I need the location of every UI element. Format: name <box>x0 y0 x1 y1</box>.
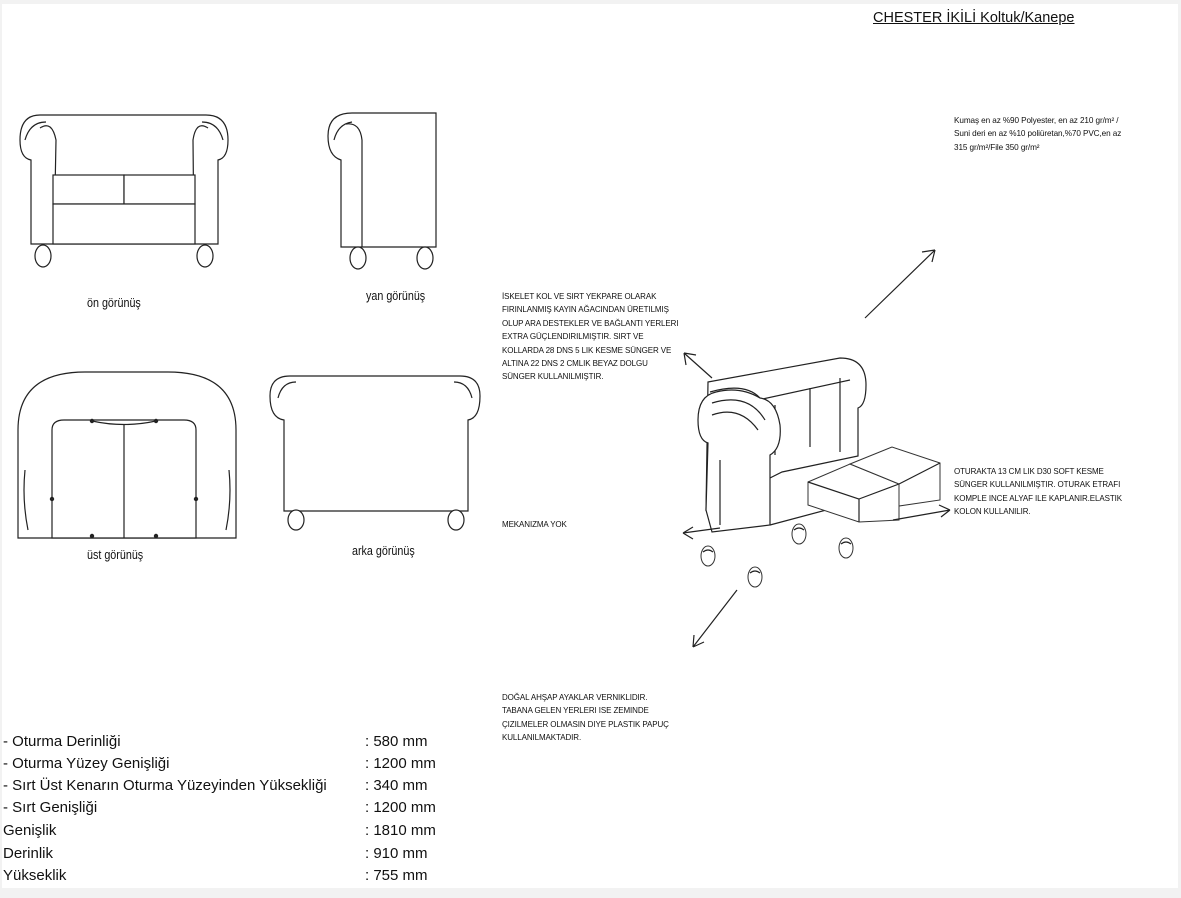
dimension-value: : 580 mm <box>365 733 428 750</box>
exploded-sofa-drawing <box>697 357 941 588</box>
side-view-drawing <box>327 112 437 270</box>
front-view-label: ön görünüş <box>87 296 141 310</box>
dimension-row: Yükseklik : 755 mm <box>3 867 483 889</box>
dimension-row: - Oturma Yüzey Genişliği : 1200 mm <box>3 755 483 777</box>
dimension-label: - Oturma Derinliği <box>3 733 121 750</box>
dimension-value: : 1200 mm <box>365 799 436 816</box>
side-view-label: yan görünüş <box>366 289 426 303</box>
dimension-row: - Sırt Üst Kenarın Oturma Yüzeyinden Yük… <box>3 777 483 799</box>
top-view-label: üst görünüş <box>87 548 144 562</box>
back-view-drawing <box>269 375 481 531</box>
annotation-arrows <box>682 249 951 648</box>
dimension-row: Derinlik : 910 mm <box>3 845 483 867</box>
dimension-value: : 1810 mm <box>365 822 436 839</box>
top-view-drawing <box>17 371 237 539</box>
front-view-drawing <box>19 114 229 268</box>
dimension-label: - Sırt Genişliği <box>3 799 98 816</box>
frame-note: İskelet kol ve sırt yekpare olarak fırın… <box>502 292 679 382</box>
dimension-row: Genişlik : 1810 mm <box>3 822 483 844</box>
dimension-label: - Oturma Yüzey Genişliği <box>3 755 170 772</box>
dimension-label: Genişlik <box>3 822 57 839</box>
dimension-label: - Sırt Üst Kenarın Oturma Yüzeyinden Yük… <box>3 777 327 794</box>
dimension-value: : 910 mm <box>365 845 428 862</box>
dimension-value: : 340 mm <box>365 777 428 794</box>
back-view-label: arka görünüş <box>352 544 415 558</box>
seat-note: Oturakta 13 cm lik D30 soft kesme sünger… <box>954 467 1122 517</box>
dimension-label: Yükseklik <box>3 867 67 884</box>
dimension-value: : 755 mm <box>365 867 428 884</box>
fabric-note: Kumaş en az %90 Polyester, en az 210 gr/… <box>954 116 1122 152</box>
dimension-label: Derinlik <box>3 845 54 862</box>
legs-note: Doğal ahşap ayaklar verniklidir. Tabana … <box>502 693 669 743</box>
page-title: CHESTER İKİLİ Koltuk/Kanepe <box>873 10 1075 26</box>
mechanism-note: Mekanizma yok <box>502 520 567 529</box>
dimension-row: - Sırt Genişliği : 1200 mm <box>3 799 483 821</box>
dimension-row: - Oturma Derinliği : 580 mm <box>3 733 483 755</box>
dimension-value: : 1200 mm <box>365 755 436 772</box>
